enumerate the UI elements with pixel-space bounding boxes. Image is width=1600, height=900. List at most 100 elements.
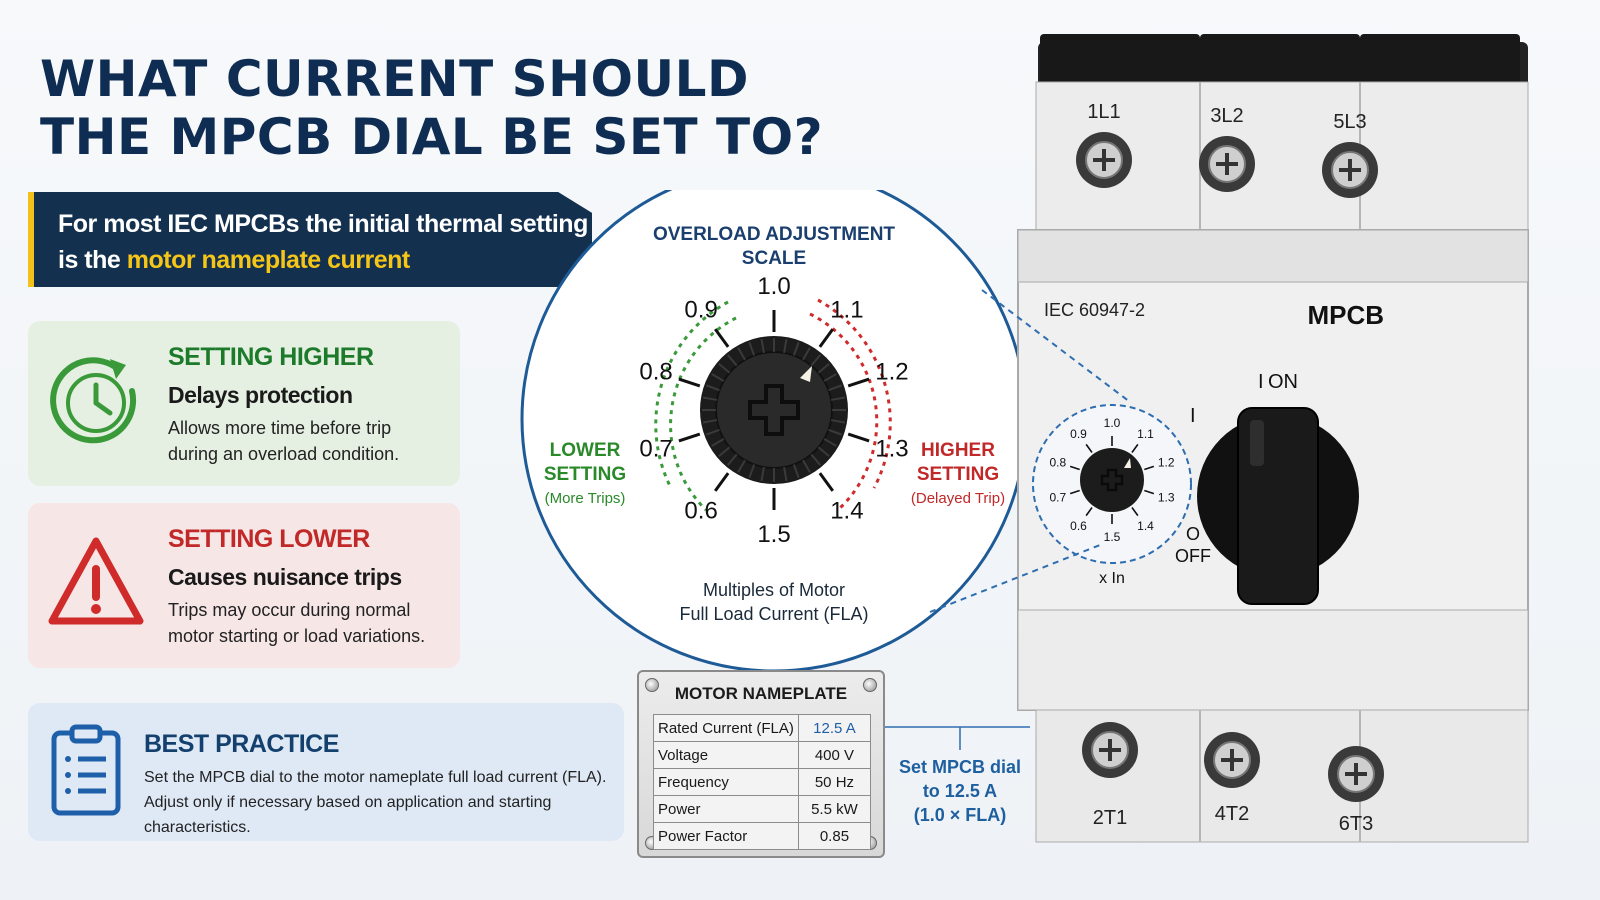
- dial-tick-mark: [678, 377, 701, 388]
- knob-ridge: [810, 354, 822, 367]
- knob-ridge: [760, 466, 765, 482]
- higher-arc-outer: [817, 298, 892, 489]
- dial-tick-label: 0.6: [684, 497, 717, 524]
- top-clamp-1: [1040, 34, 1200, 84]
- setting-lower-card: SETTING LOWER Causes nuisance trips Trip…: [28, 503, 460, 668]
- small-dial-tick-label: 1.5: [1104, 530, 1121, 544]
- small-dial-tick-label: 0.9: [1070, 427, 1087, 441]
- knob-ridge: [830, 396, 846, 401]
- best-practice-desc-line-1: Set the MPCB dial to the motor nameplate…: [144, 769, 607, 786]
- setting-higher-desc-line-2: during an overload condition.: [168, 444, 400, 464]
- nameplate-value: 50 Hz: [797, 768, 872, 796]
- dial-tick-label: 1.4: [830, 497, 863, 524]
- table-row: Voltage 400 V: [653, 741, 872, 769]
- knob-ridge: [792, 464, 800, 478]
- small-dial-tick-label: 1.0: [1104, 416, 1121, 430]
- setting-higher-description: Allows more time before trip during an o…: [168, 415, 458, 467]
- dial-caption-line-2: Full Load Current (FLA): [679, 604, 868, 624]
- knob-ridge: [823, 438, 837, 447]
- banner-line-1: For most IEC MPCBs the initial thermal s…: [58, 210, 588, 238]
- dial-tick-label: 1.2: [875, 359, 908, 386]
- dial-tick-mark: [678, 432, 701, 443]
- small-dial-tick-label: 1.2: [1158, 455, 1175, 469]
- best-practice-heading: BEST PRACTICE: [144, 730, 339, 758]
- nameplate-label: Power Factor: [653, 822, 799, 850]
- dial-tick-mark: [847, 432, 870, 443]
- small-dial-tick-mark: [1131, 507, 1139, 517]
- terminal-label-2T1: 2T1: [1093, 807, 1127, 829]
- on-symbol: I: [1258, 371, 1264, 393]
- small-dial-knob: [1080, 448, 1144, 512]
- small-dial-tick-mark: [1085, 507, 1093, 517]
- clock-icon: [50, 357, 137, 444]
- knob-ridge: [706, 384, 720, 392]
- dial-tick-mark: [714, 472, 730, 492]
- dial-tick-mark: [847, 377, 870, 388]
- small-dial-tick-label: 1.4: [1137, 519, 1154, 533]
- dial-tick-mark: [818, 328, 834, 348]
- motor-nameplate: MOTOR NAMEPLATE Rated Current (FLA) 12.5…: [637, 670, 885, 858]
- title-line-1: WHAT CURRENT SHOULD: [40, 50, 749, 108]
- terminal-label-5L3: 5L3: [1333, 111, 1366, 133]
- best-practice-description: Set the MPCB dial to the motor nameplate…: [144, 765, 614, 840]
- small-dial-tick-label: 0.8: [1049, 455, 1066, 469]
- breaker-top-band: [1017, 229, 1529, 283]
- setting-lower-description: Trips may occur during normal motor star…: [168, 597, 458, 649]
- knob-ridge: [702, 396, 718, 401]
- nameplate-value: 400 V: [797, 741, 872, 769]
- nameplate-label: Power: [653, 795, 799, 823]
- small-dial-tick-label: 0.6: [1070, 519, 1087, 533]
- small-dial-cross: [1100, 468, 1124, 492]
- set-note-line-3: (1.0 × FLA): [913, 805, 1007, 825]
- table-row: Rated Current (FLA) 12.5 A: [653, 714, 872, 742]
- knob-ridge: [718, 446, 731, 458]
- dial-tick-label: 1.1: [830, 297, 863, 324]
- on-label: ON: [1268, 371, 1298, 393]
- setting-higher-card: SETTING HIGHER Delays protection Allows …: [28, 321, 460, 486]
- title-line-2: THE MPCB DIAL BE SET TO?: [40, 108, 824, 166]
- small-dial-tick-mark: [1069, 489, 1080, 495]
- dial-tick-mark: [818, 472, 834, 492]
- knob-ridge: [737, 459, 746, 473]
- dial-pointer: [800, 366, 812, 382]
- lower-setting-note: (More Trips): [545, 490, 626, 507]
- screw-icon: [863, 678, 877, 692]
- banner-highlight: motor nameplate current: [126, 246, 411, 274]
- on-position-mark: I: [1190, 405, 1196, 427]
- best-practice-card: BEST PRACTICE Set the MPCB dial to the m…: [28, 703, 624, 841]
- breaker-bottom-band: [1017, 609, 1529, 711]
- small-dial-tick-mark: [1069, 465, 1080, 471]
- off-symbol: O: [1186, 524, 1200, 544]
- dial-tick-group: 1.01.11.21.31.41.50.60.70.80.9: [639, 273, 908, 548]
- knob-ridge: [828, 384, 842, 392]
- knob-ridge: [706, 428, 720, 436]
- nameplate-value: 12.5 A: [797, 714, 872, 742]
- dial-tick-label: 1.0: [757, 273, 790, 300]
- terminal-label-6T3: 6T3: [1339, 813, 1373, 835]
- terminal-label-3L2: 3L2: [1210, 105, 1243, 127]
- setting-lower-desc-line-2: motor starting or load variations.: [168, 626, 426, 646]
- small-dial-ticks: 1.01.11.21.31.41.50.60.70.80.9: [1049, 416, 1174, 544]
- knob-ridge: [760, 338, 765, 354]
- lower-arc-outer: [654, 300, 729, 487]
- knob-ridge: [830, 419, 846, 424]
- knob-ridge: [737, 347, 746, 361]
- set-dial-note: Set MPCB dial to 12.5 A (1.0 × FLA): [890, 755, 1030, 827]
- knob-ridge: [711, 373, 725, 382]
- knob-ridge: [748, 464, 756, 478]
- warning-icon: [48, 537, 144, 625]
- clipboard-icon: [51, 724, 121, 816]
- knob-ridge: [711, 438, 725, 447]
- dial-knob-face: [715, 351, 833, 469]
- off-label: OFF: [1175, 546, 1211, 566]
- nameplate-value: 0.85: [797, 822, 872, 850]
- nameplate-label: Frequency: [653, 768, 799, 796]
- higher-setting-label-2: SETTING: [917, 464, 999, 485]
- set-note-line-1: Set MPCB dial: [898, 757, 1022, 777]
- knob-ridge: [792, 342, 800, 356]
- standard-label: IEC 60947-2: [1044, 300, 1145, 320]
- nameplate-table: Rated Current (FLA) 12.5 A Voltage 400 V…: [653, 714, 872, 850]
- banner-line-2: is the motor nameplate current: [58, 242, 592, 278]
- knob-ridge: [748, 342, 756, 356]
- dial-tick-mark: [714, 328, 730, 348]
